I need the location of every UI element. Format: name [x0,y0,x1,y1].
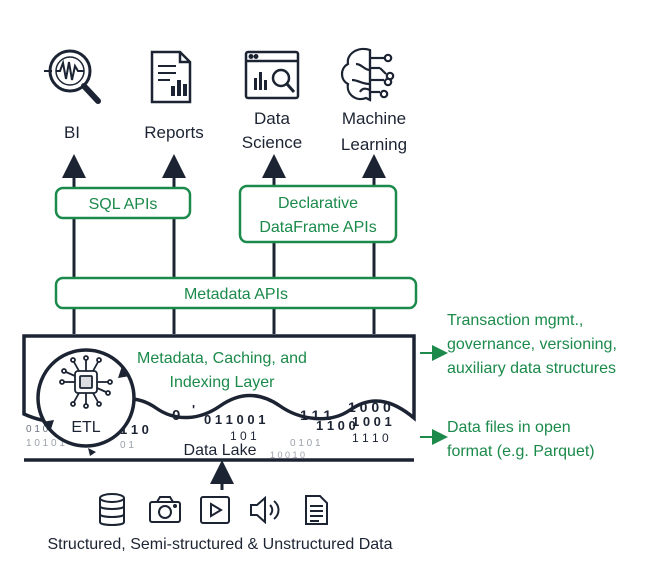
svg-text:0 1 1 0 0 1: 0 1 1 0 0 1 [204,412,265,427]
consumer-label-reports: Reports [144,123,204,142]
metadata-apis-label: Metadata APIs [184,286,288,303]
declarative-apis-label-line2: DataFrame APIs [259,219,376,236]
svg-text:': ' [192,402,195,417]
svg-text:0 1 0 1: 0 1 0 1 [26,424,57,435]
text-document-icon [305,495,328,525]
transaction-note-line2: governance, versioning, [447,336,617,353]
files-note-line1: Data files in open [447,419,571,436]
svg-text:1 0 0 1 0: 1 0 0 1 0 [270,450,305,460]
etl-label: ETL [71,419,100,436]
data-science-window-icon [244,50,300,100]
svg-text:0: 0 [172,407,180,424]
svg-text:1 1 1 0: 1 1 1 0 [352,431,389,445]
brain-circuit-icon [340,47,395,102]
camera-icon [149,496,181,523]
svg-text:0 1: 0 1 [120,440,134,451]
database-icon [99,493,125,526]
svg-text:1 0 0 1: 1 0 0 1 [352,414,392,429]
transaction-note-line3: auxiliary data structures [447,360,616,377]
svg-text:1 1 0 0: 1 1 0 0 [316,418,356,433]
sources-caption: Structured, Semi-structured & Unstructur… [47,536,392,553]
svg-text:1 0 1 0 1: 1 0 1 0 1 [26,438,65,449]
svg-text:1 0 1: 1 0 1 [230,429,257,443]
processor-chip-icon [59,355,113,409]
sql-apis-box [54,186,192,220]
metadata-apis-box [54,276,418,310]
sql-apis-label: SQL APIs [89,196,158,213]
declarative-apis-label-line1: Declarative [278,195,358,212]
report-document-icon [150,50,192,104]
svg-text:1 1 1: 1 1 1 [300,407,331,423]
svg-text:0 1 0 1: 0 1 0 1 [290,438,321,449]
declarative-dataframe-apis-box [238,184,398,244]
metadata-layer-label-line1: Metadata, Caching, and [137,350,307,367]
video-play-icon [200,496,230,524]
transaction-note-line1: Transaction mgmt., [447,312,583,329]
data-lake-label: Data Lake [184,442,257,459]
consumer-label-ml-line1: Machine [342,109,406,128]
consumer-label-data-science-line2: Science [242,133,302,152]
metadata-layer-label-line2: Indexing Layer [170,374,276,391]
consumer-label-ml-line2: Learning [341,135,407,154]
consumer-label-data-science-line1: Data [254,109,290,128]
magnifier-waveform-icon [44,49,101,104]
svg-text:1 0 0 0: 1 0 0 0 [348,399,391,415]
files-note-line2: format (e.g. Parquet) [447,443,595,460]
audio-speaker-icon [250,495,280,525]
consumer-label-bi: BI [64,123,80,142]
